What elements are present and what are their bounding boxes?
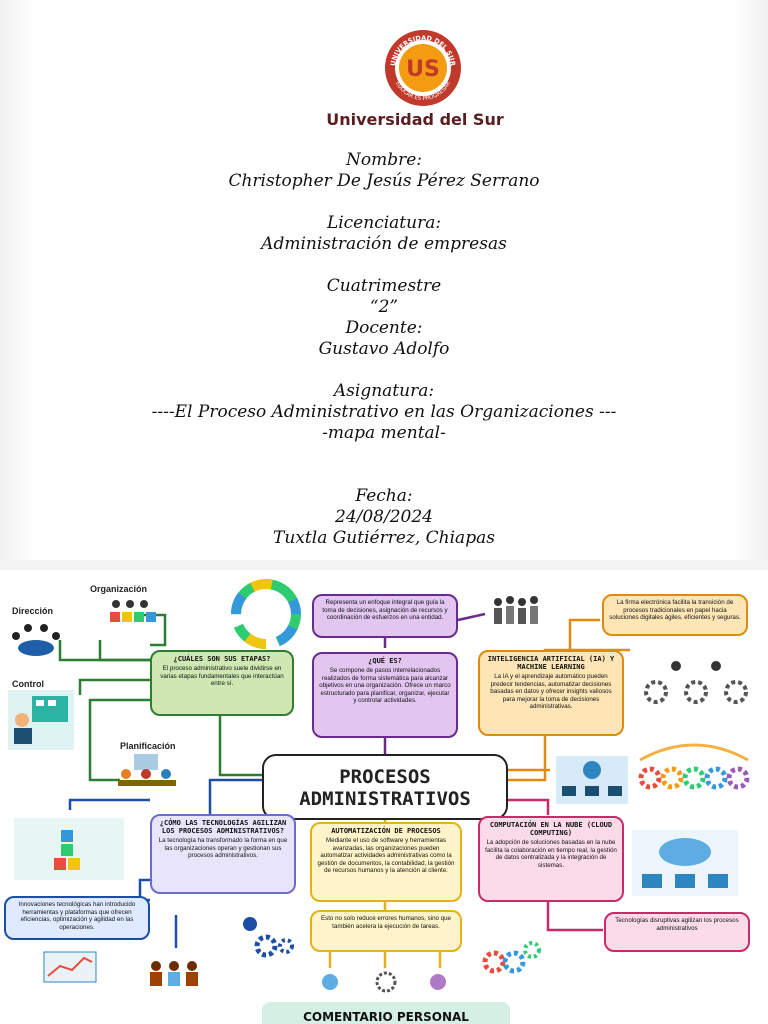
nube-title: COMPUTACIÓN EN LA NUBE (CLOUD COMPUTING) [489,821,613,837]
business-people-icon [494,596,538,624]
firma-box: La firma electrónica facilita la transic… [602,594,748,636]
nube-box: COMPUTACIÓN EN LA NUBE (CLOUD COMPUTING)… [478,816,624,902]
university-name: Universidad del Sur [326,110,504,129]
info-line [84,360,684,381]
etapas-text: El proceso administrativo suele dividirs… [160,665,284,688]
enfoque-text: Representa un enfoque integral que guía … [322,599,448,622]
central-title-line1: PROCESOS [339,766,431,788]
info-line: Fecha: [355,486,413,506]
etapas-title: ¿CUÁLES SON SUS ETAPAS? [173,655,271,663]
info-line [84,255,684,276]
que-es-text: Se compone de pasos interrelacionados re… [319,667,451,705]
info-line: Cuatrimestre [326,276,442,296]
automatizacion-box: AUTOMATIZACIÓN DE PROCESOS Mediante el u… [310,822,462,902]
info-line: -mapa mental- [322,423,446,443]
comentario-personal-heading: COMENTARIO PERSONAL [262,1002,510,1024]
info-line [84,444,684,465]
automatizacion-title: AUTOMATIZACIÓN DE PROCESOS [331,827,441,835]
label-planificacion: Planificación [120,741,176,751]
info-line: Tuxtla Gutiérrez, Chiapas [273,528,495,548]
nube-text: La adopción de soluciones basadas en la … [485,839,617,869]
mind-map: Organización Dirección Control Planifica… [0,570,768,1024]
central-topic: PROCESOS ADMINISTRATIVOS [262,754,508,820]
info-line: Docente: [345,318,423,338]
errores-box: Esto no solo reduce errores humanos, sin… [310,910,462,952]
etapas-box: ¿CUÁLES SON SUS ETAPAS? El proceso admin… [150,650,294,716]
control-dashboard-icon [8,690,74,750]
info-line: “2” [369,297,399,317]
label-control: Control [12,679,44,689]
label-direccion: Dirección [12,606,54,616]
cycle-diagram-icon [231,579,301,649]
info-line: Christopher De Jesús Pérez Serrano [228,171,540,191]
disruptivas-text: Tecnologías disruptivas agilizan los pro… [615,917,739,932]
svg-text:US: US [406,57,440,82]
info-line [84,465,684,486]
page-edge-left [0,0,36,560]
info-line: Asignatura: [333,381,435,401]
central-title-line2: ADMINISTRATIVOS [299,788,471,810]
analytics-screen-icon [43,951,97,983]
firma-text: La firma electrónica facilita la transic… [609,599,741,622]
people-gears-icon [644,661,748,704]
innovaciones-text: Innovaciones tecnológicas han introducid… [18,901,136,931]
innovaciones-box: Innovaciones tecnológicas han introducid… [4,896,150,940]
planning-team-icon [118,754,176,786]
ia-box: INTELIGENCIA ARTIFICIAL (IA) Y MACHINE L… [478,650,624,736]
que-es-title: ¿QUÉ ES? [368,657,402,665]
ia-title: INTELIGENCIA ARTIFICIAL (IA) Y MACHINE L… [487,655,615,671]
disruptivas-box: Tecnologías disruptivas agilizan los pro… [604,912,750,952]
info-line: Administración de empresas [261,234,507,254]
info-line [84,192,684,213]
label-organizacion: Organización [90,584,148,594]
errores-text: Esto no solo reduce errores humanos, sin… [320,915,451,930]
tecnologias-text: La tecnología ha transformado la forma e… [158,837,288,860]
info-line: Gustavo Adolfo [318,339,450,359]
info-line: Nombre: [345,150,423,170]
info-line: 24/08/2024 [335,507,433,527]
page-edge-right [732,0,768,560]
team-working-icon [150,961,198,986]
cloud-computing-icon [632,830,738,896]
team-puzzle-icon [110,600,156,622]
university-logo: US UNIVERSIDAD DEL SUR EDUCAR ES PROGRES… [385,30,461,106]
ia-text: La IA y el aprendizaje automático pueden… [490,673,612,711]
automatizacion-text: Mediante el uso de software y herramient… [317,837,455,875]
info-line: ----El Proceso Administrativo en las Org… [151,402,617,422]
que-es-box: ¿QUÉ ES? Se compone de pasos interrelaci… [312,652,458,738]
blocks-chart-icon [14,818,124,880]
colorful-gears-icon [638,743,750,790]
cover-info: Nombre: Christopher De Jesús Pérez Serra… [84,150,684,549]
network-devices-icon [556,756,628,804]
enfoque-box: Representa un enfoque integral que guía … [312,594,458,638]
automation-icons-row [322,971,446,993]
process-gears-icon [482,941,541,974]
gears-blue-icon [243,917,294,958]
tecnologias-box: ¿CÓMO LAS TECNOLOGÍAS AGILIZAN LOS PROCE… [150,814,296,894]
meeting-circle-icon [12,624,60,656]
cover-page: US UNIVERSIDAD DEL SUR EDUCAR ES PROGRES… [0,0,768,560]
tecnologias-title: ¿CÓMO LAS TECNOLOGÍAS AGILIZAN LOS PROCE… [159,819,287,835]
info-line: Licenciatura: [326,213,442,233]
